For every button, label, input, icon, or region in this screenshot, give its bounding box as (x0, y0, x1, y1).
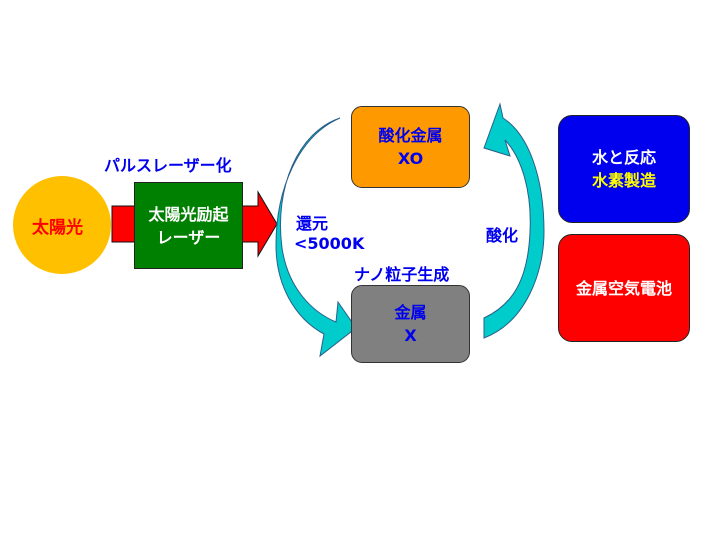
metal-box-line1: 金属 (394, 303, 427, 322)
metal-box-line2: X (404, 326, 417, 345)
sun-label: 太陽光 (32, 218, 83, 238)
oxidation-cycle-arrow (483, 102, 545, 339)
oxide-box-line2: XO (397, 149, 424, 168)
solar-pumped-laser-box: 太陽光励起 レーザー (134, 182, 243, 269)
reduction-label-line1: 還元 (296, 214, 329, 233)
metal-air-battery-box: 金属空気電池 (558, 234, 690, 342)
metal-oxide-box: 酸化金属 XO (351, 106, 470, 188)
nanoparticle-label: ナノ粒子生成 (354, 265, 450, 284)
reduction-label-line2: <5000K (294, 234, 365, 253)
laser-box-line2: レーザー (156, 227, 221, 247)
water-box-line1: 水と反応 (591, 148, 656, 167)
oxidation-label: 酸化 (486, 226, 519, 245)
laser-box-line1: 太陽光励起 (148, 204, 229, 224)
oxide-box-line1: 酸化金属 (378, 126, 443, 145)
water-reaction-box: 水と反応 水素製造 (558, 115, 690, 223)
pulse-laser-label: パルスレーザー化 (104, 156, 232, 175)
sun-circle (13, 176, 111, 274)
battery-box-label: 金属空気電池 (575, 278, 672, 298)
metal-box: 金属 X (351, 285, 470, 363)
water-box-line2: 水素製造 (591, 171, 656, 190)
